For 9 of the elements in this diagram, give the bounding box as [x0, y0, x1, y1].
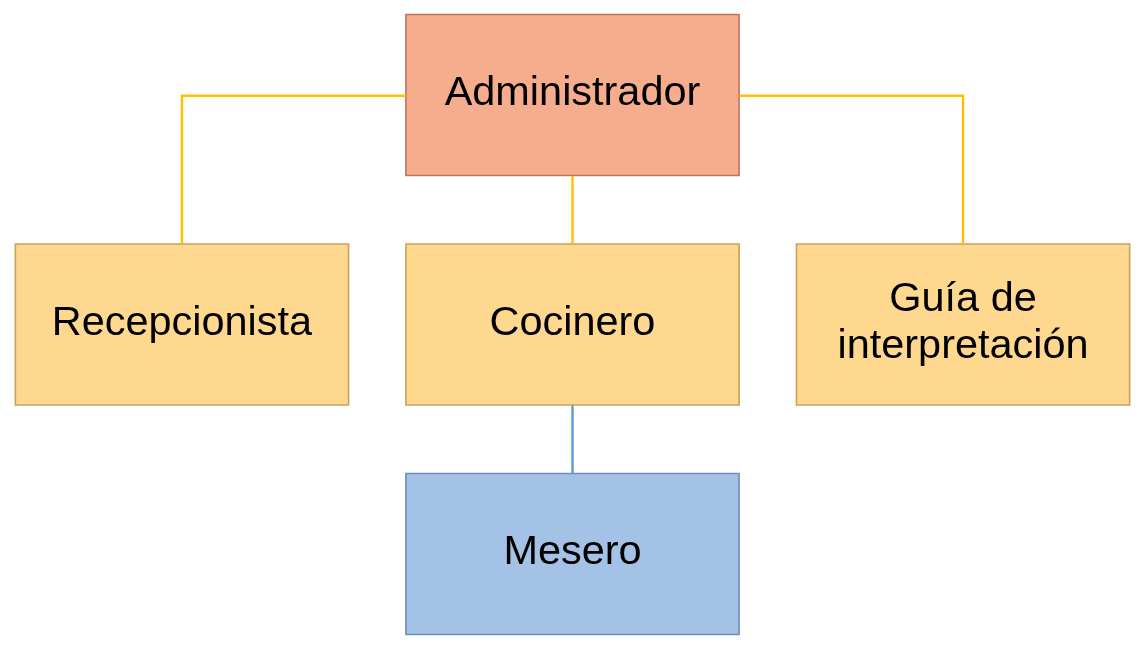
node-box: Cocinero: [405, 243, 740, 406]
connector: [571, 175, 574, 244]
connector: [180, 94, 406, 244]
connector: [739, 94, 965, 244]
connector: [571, 405, 574, 474]
node-box: Mesero: [405, 472, 740, 636]
node-box: Recepcionista: [14, 243, 350, 406]
node-box: Guía de interpretación: [795, 243, 1131, 406]
node-box: Administrador: [405, 13, 740, 177]
